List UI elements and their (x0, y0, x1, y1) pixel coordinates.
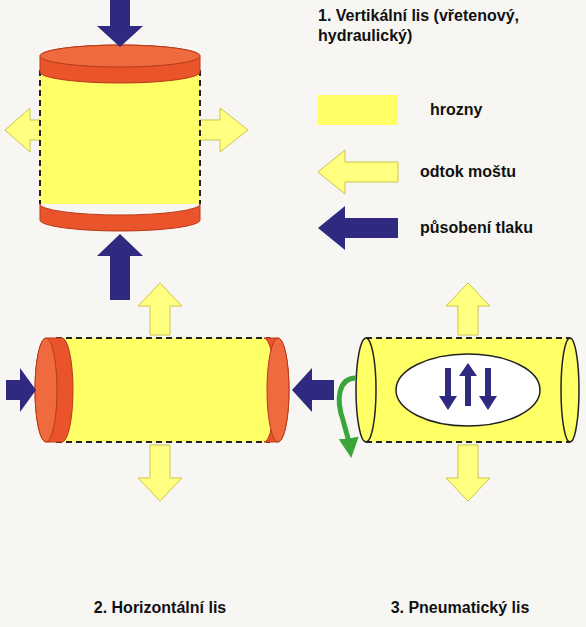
legend-text: odtok moštu (420, 162, 516, 182)
legend-text: hrozny (430, 100, 482, 120)
caption-text: 1. Vertikální lis (vřetenový, hydraulick… (318, 6, 580, 46)
legend-text: působení tlaku (420, 218, 533, 238)
horizontal-press (6, 283, 334, 501)
pneumatic-press (339, 283, 579, 501)
press-caption: 1. Vertikální lis (vřetenový, hydraulick… (318, 6, 580, 46)
caption-text: 2. Horizontální lis (30, 598, 290, 618)
press-caption: 3. Pneumatický lis (340, 598, 580, 618)
press-caption: 2. Horizontální lis (30, 598, 290, 618)
caption-text: 3. Pneumatický lis (340, 598, 580, 618)
legend-swatch (318, 95, 398, 125)
vertical-press (5, 0, 248, 300)
legend-samples (318, 150, 398, 250)
